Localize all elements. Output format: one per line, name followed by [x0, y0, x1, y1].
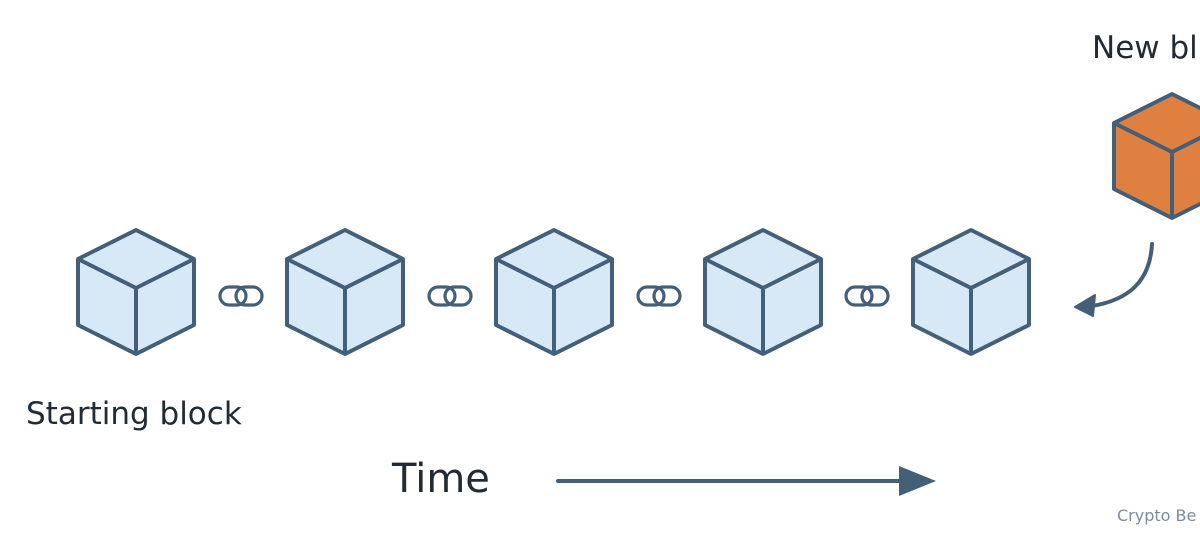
new-block-label: New bl [1092, 30, 1198, 66]
chain-block-4-cube-icon [703, 228, 823, 356]
chain-link-4-icon [844, 285, 890, 307]
chain-link-2-icon [427, 285, 473, 307]
time-arrow-right-icon [556, 466, 936, 496]
starting-block-label: Starting block [26, 396, 242, 432]
chain-block-3-cube-icon [494, 228, 614, 356]
time-label: Time [392, 456, 490, 502]
watermark: Crypto Be [1117, 506, 1197, 525]
chain-block-2-cube-icon [285, 228, 405, 356]
curved-arrow-icon [1074, 242, 1154, 317]
chain-link-3-icon [636, 285, 682, 307]
new-block-cube-icon [1112, 92, 1200, 220]
chain-block-5-cube-icon [911, 228, 1031, 356]
chain-block-1-cube-icon [76, 228, 196, 356]
chain-link-1-icon [218, 285, 264, 307]
